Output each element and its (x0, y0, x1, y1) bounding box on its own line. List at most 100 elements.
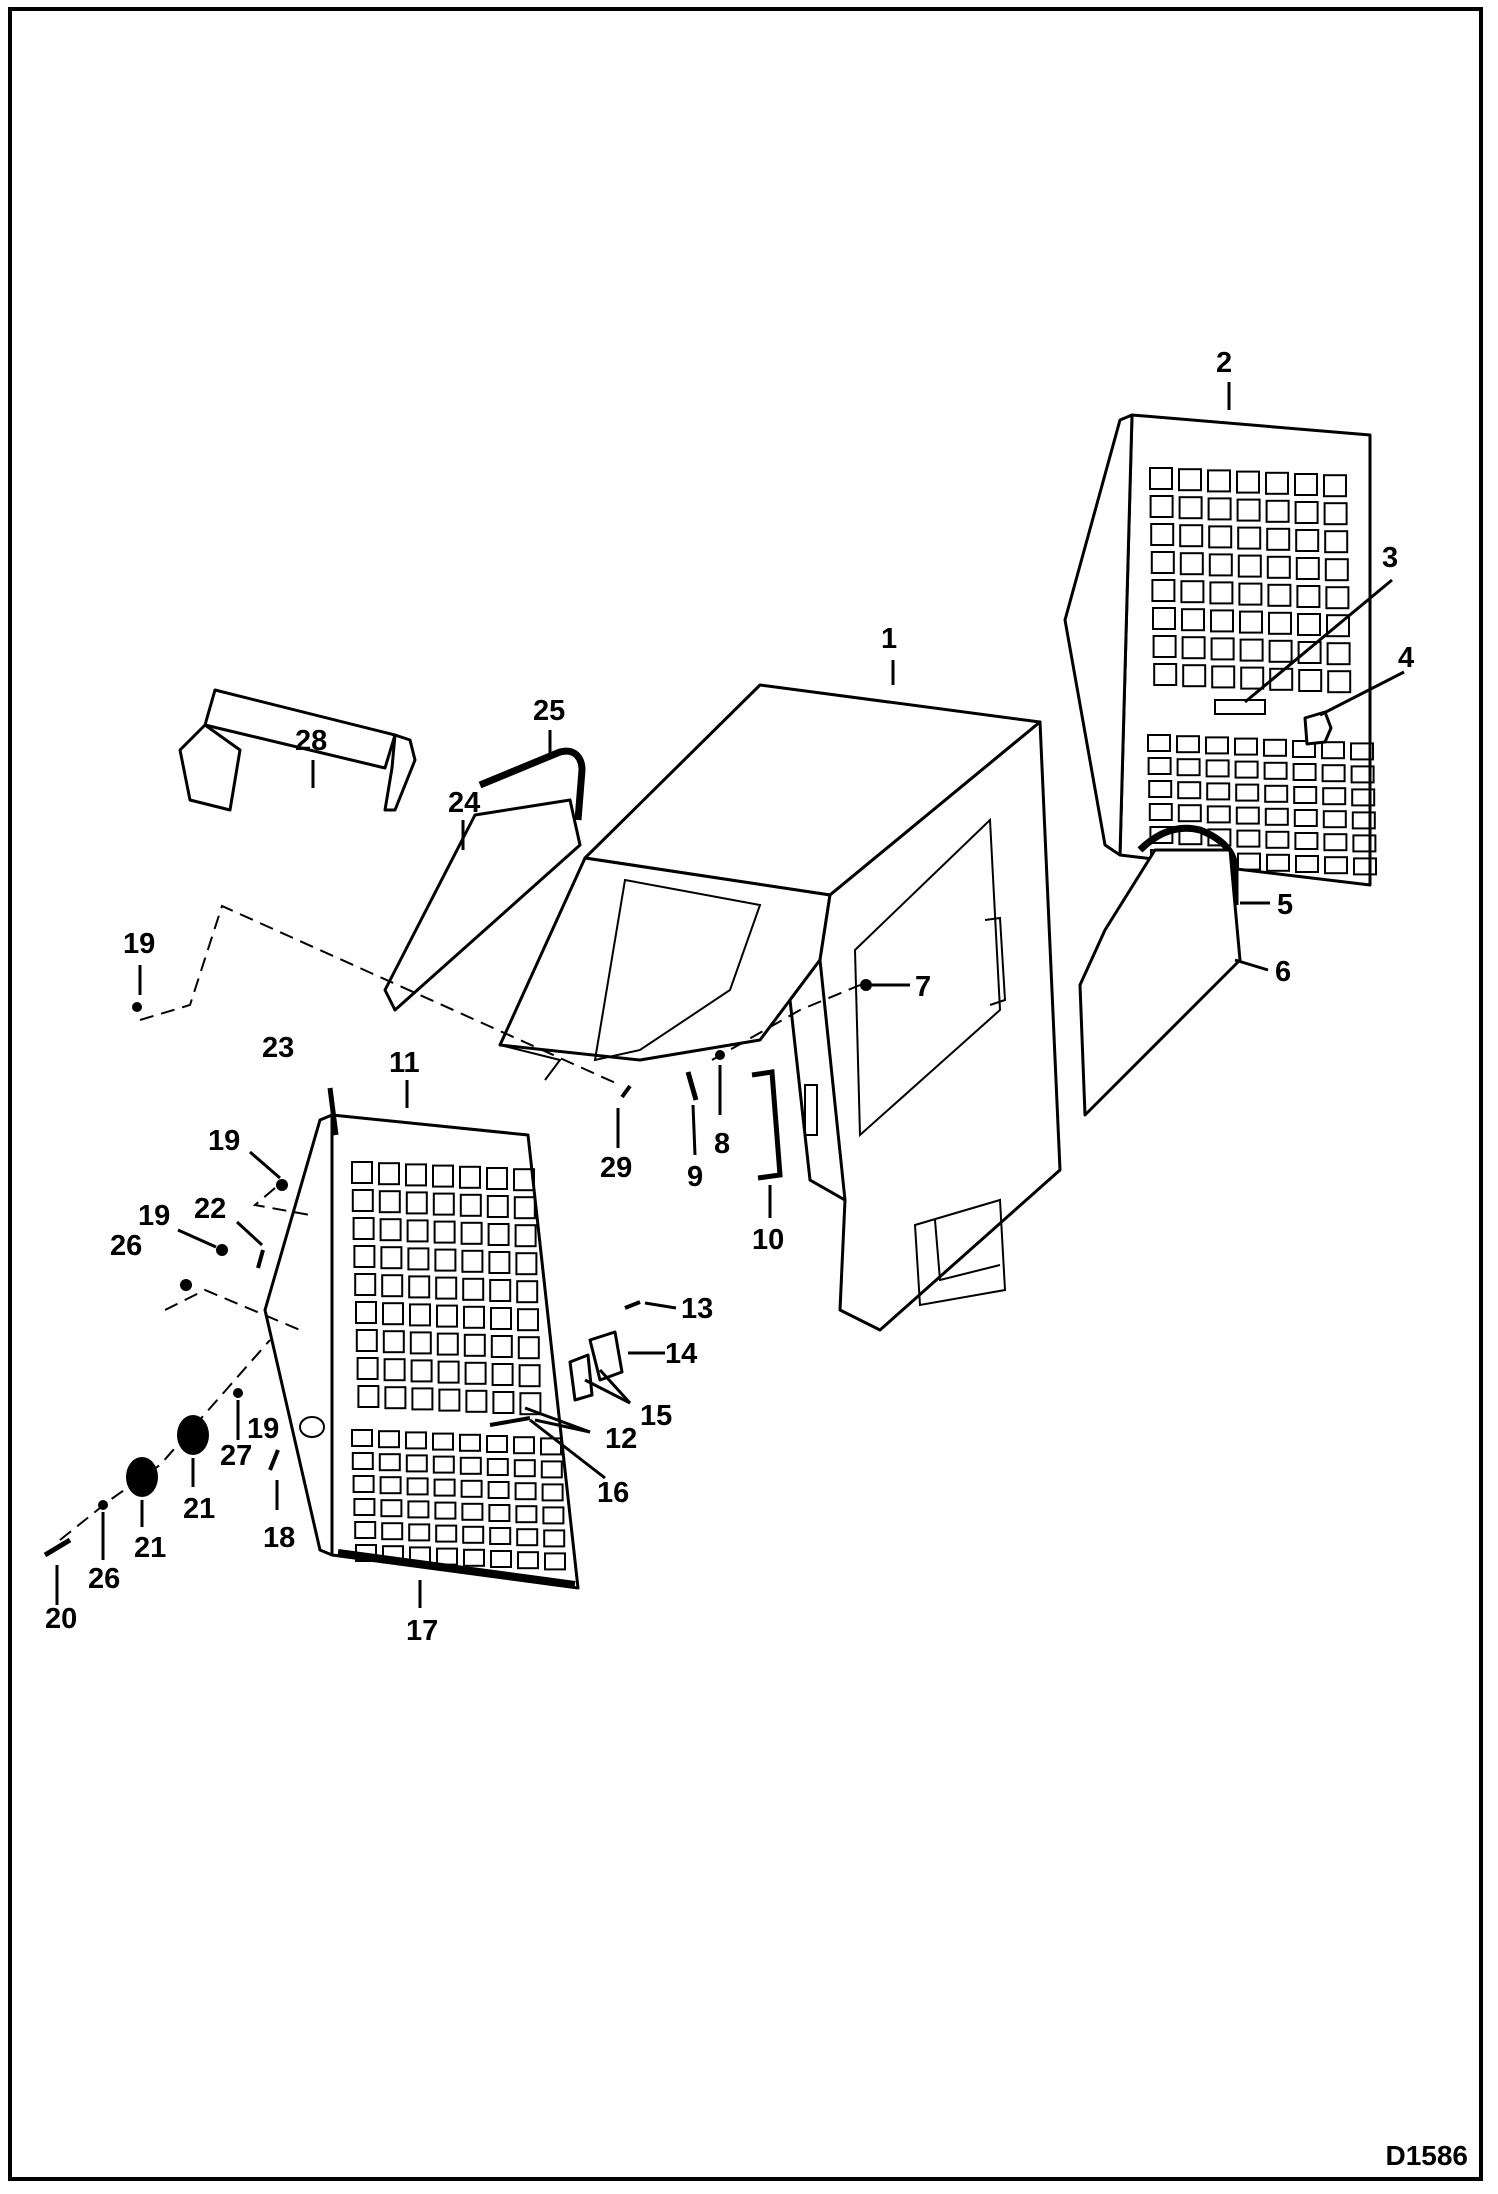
callout-19-top: 19 (123, 928, 155, 960)
mesh-cell (518, 1364, 541, 1388)
nut-19-a (276, 1179, 288, 1191)
mesh-cell (541, 1483, 564, 1502)
mesh-cell (1181, 608, 1205, 632)
mesh-cell (380, 1499, 403, 1518)
callout-21-b: 21 (134, 1532, 166, 1564)
hinge-14-15 (568, 1330, 624, 1402)
mesh-cell (1177, 804, 1202, 823)
mesh-cell (513, 1196, 536, 1220)
mesh-cell (1180, 580, 1205, 604)
mesh-cell (1240, 666, 1265, 690)
mesh-cell (1295, 855, 1319, 873)
mesh-cell (380, 1246, 403, 1270)
latch-4 (1303, 710, 1333, 746)
mesh-cell (1176, 758, 1201, 777)
mesh-cell (1294, 501, 1319, 524)
mesh-cell (519, 1392, 542, 1416)
bushing-21-a (177, 1415, 209, 1455)
bolt-20 (43, 1537, 72, 1558)
diagram-border (8, 7, 1483, 2181)
mesh-cell (487, 1223, 510, 1246)
mesh-cell (1266, 555, 1291, 579)
mesh-cell (378, 1162, 400, 1186)
mesh-cell (409, 1331, 432, 1355)
mesh-cell (1234, 737, 1258, 756)
mesh-cell (1265, 499, 1290, 523)
mesh-cell (351, 1429, 373, 1447)
callout-10: 10 (752, 1224, 784, 1256)
mesh-cell (1350, 765, 1375, 784)
mesh-cell (432, 1455, 455, 1474)
window-glass-24 (383, 798, 582, 1012)
mesh-cell (378, 1190, 401, 1214)
seal-5 (1137, 824, 1239, 905)
mesh-cell (459, 1165, 481, 1189)
mesh-cell (1147, 757, 1172, 775)
mesh-cell (513, 1436, 535, 1455)
mesh-cell (405, 1454, 428, 1473)
callout-17: 17 (406, 1615, 438, 1647)
mesh-cell (1234, 760, 1259, 779)
mesh-cell (383, 1358, 406, 1382)
mesh-cell (459, 1433, 481, 1452)
mesh-cell (517, 1308, 539, 1332)
mesh-cell (1206, 782, 1231, 801)
callout-8: 8 (714, 1128, 730, 1160)
mesh-cell (410, 1359, 433, 1383)
mesh-cell (489, 1527, 512, 1545)
mesh-cell (1325, 586, 1350, 610)
mesh-cell (1323, 502, 1348, 526)
mesh-cell (1263, 738, 1287, 757)
mesh-cell (1292, 740, 1316, 758)
mesh-cell (515, 1505, 538, 1524)
mesh-cell (1326, 642, 1351, 666)
mesh-cell (1265, 830, 1290, 849)
mesh-cell (1179, 524, 1204, 548)
mesh-cell (1323, 833, 1348, 852)
mesh-cell (486, 1458, 509, 1476)
callout-15: 15 (640, 1400, 672, 1432)
mesh-cell (354, 1521, 377, 1539)
mesh-cell (486, 1435, 508, 1453)
callout-7: 7 (915, 971, 931, 1003)
window-glass-6 (1078, 848, 1242, 1117)
mesh-cell (355, 1301, 377, 1324)
mesh-cell (1236, 498, 1261, 522)
mesh-cell (356, 1357, 379, 1380)
mesh-cell (463, 1305, 485, 1329)
mesh-cell (432, 1164, 454, 1188)
mesh-cell (379, 1218, 402, 1242)
mesh-cell (407, 1500, 430, 1519)
callout-24: 24 (448, 787, 480, 819)
mesh-cell (352, 1217, 375, 1240)
mesh-cell (1295, 557, 1320, 580)
mesh-cell (1351, 788, 1376, 807)
mesh-cell (1264, 784, 1289, 803)
mesh-cell (1321, 741, 1345, 760)
plate-3 (1214, 699, 1266, 715)
mesh-cell (1235, 783, 1260, 802)
mesh-cell (513, 1459, 536, 1478)
mesh-cell (1208, 553, 1233, 577)
callout-14: 14 (665, 1338, 697, 1370)
mesh-cell (1327, 670, 1352, 694)
callout-25: 25 (533, 695, 565, 727)
mesh-cell (352, 1475, 375, 1493)
door-grid-upper (351, 1161, 542, 1416)
mesh-cell (1267, 583, 1292, 607)
mesh-cell (1235, 806, 1260, 825)
mesh-cell (1292, 763, 1317, 781)
mesh-cell (1210, 609, 1234, 633)
mesh-cell (1322, 787, 1347, 806)
mesh-cell (1152, 607, 1176, 630)
callout-19-b: 19 (138, 1200, 170, 1232)
mesh-cell (1205, 759, 1230, 778)
mesh-cell (490, 1550, 512, 1568)
callout-16: 16 (597, 1477, 629, 1509)
callout-6: 6 (1275, 956, 1291, 988)
callout-9: 9 (687, 1161, 703, 1193)
mesh-cell (1265, 471, 1289, 495)
mesh-cell (433, 1478, 456, 1497)
callout-26-b: 26 (88, 1563, 120, 1595)
mesh-cell (459, 1193, 482, 1217)
